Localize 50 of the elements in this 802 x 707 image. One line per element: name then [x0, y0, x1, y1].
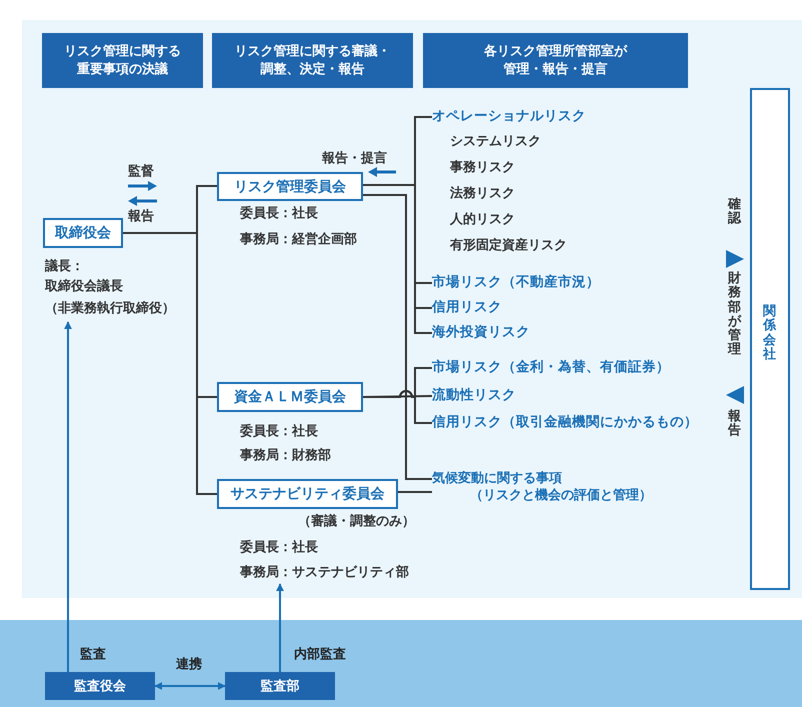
risk-category: 市場リスク（不動産市況）	[432, 274, 612, 292]
connector-line	[363, 194, 432, 480]
risk-category: 海外投資リスク	[432, 324, 532, 342]
audit-box: 監査役会	[45, 672, 155, 700]
annotation-label: 報告・提言	[322, 150, 387, 167]
committee-note: 取締役会議長	[45, 278, 123, 295]
committee-note: （審議・調整のみ）	[298, 513, 415, 530]
edge-label: 監査	[80, 646, 106, 663]
annotation-label: 監督	[128, 163, 154, 180]
risk-category: 気候変動に関する事項（リスクと機会の評価と管理）	[432, 470, 672, 506]
committee-note: 委員長：社長	[240, 423, 318, 440]
annotation-label: 確認	[728, 198, 741, 227]
arrow	[64, 321, 72, 672]
affiliate-box: 関係会社	[750, 88, 790, 590]
risk-category: 信用リスク	[432, 299, 512, 317]
risk-category: 信用リスク（取引金融機関にかかるもの）	[432, 414, 717, 432]
arrow	[276, 583, 284, 672]
committee-note: 委員長：社長	[240, 205, 318, 222]
risk-category: 流動性リスク	[432, 387, 532, 405]
risk-subcategory: 人的リスク	[450, 211, 515, 228]
edge-label: 内部監査	[294, 646, 346, 663]
double-arrow	[154, 682, 226, 690]
audit-box: 監査部	[225, 672, 335, 700]
header-box: 各リスク管理所管部室が管理・報告・提言	[423, 33, 688, 88]
connector-line	[363, 390, 432, 424]
committee-box: リスク管理委員会	[217, 172, 363, 201]
risk-subcategory: システムリスク	[450, 133, 541, 150]
connector-line	[123, 232, 217, 495]
connector-line	[398, 491, 432, 493]
committee-note: 事務局：財務部	[240, 447, 331, 464]
committee-note: 委員長：社長	[240, 539, 318, 556]
risk-subcategory: 有形固定資産リスク	[450, 237, 567, 254]
risk-category: 市場リスク（金利・為替、有価証券）	[432, 359, 672, 377]
committee-box: 取締役会	[43, 218, 123, 248]
header-box: リスク管理に関する審議・調整、決定・報告	[212, 33, 413, 88]
connector-line	[363, 184, 432, 334]
annotation-label: 報告	[728, 410, 741, 439]
committee-note: 議長：	[45, 258, 84, 275]
committee-box: 資金ＡＬＭ委員会	[217, 382, 363, 412]
committee-note: 事務局：サステナビリティ部	[240, 564, 409, 581]
edge-label: 連携	[176, 656, 202, 673]
committee-note: （非業務執行取締役）	[45, 300, 175, 317]
annotation-label: 財務部が管理	[728, 272, 741, 358]
committee-box: サステナビリティ委員会	[217, 479, 398, 509]
annotation-label: 報告	[128, 208, 154, 225]
header-box: リスク管理に関する重要事項の決議	[42, 33, 203, 88]
risk-category: オペレーショナルリスク	[432, 108, 602, 126]
committee-note: 事務局：経営企画部	[240, 231, 357, 248]
risk-subcategory: 事務リスク	[450, 159, 515, 176]
risk-subcategory: 法務リスク	[450, 185, 515, 202]
